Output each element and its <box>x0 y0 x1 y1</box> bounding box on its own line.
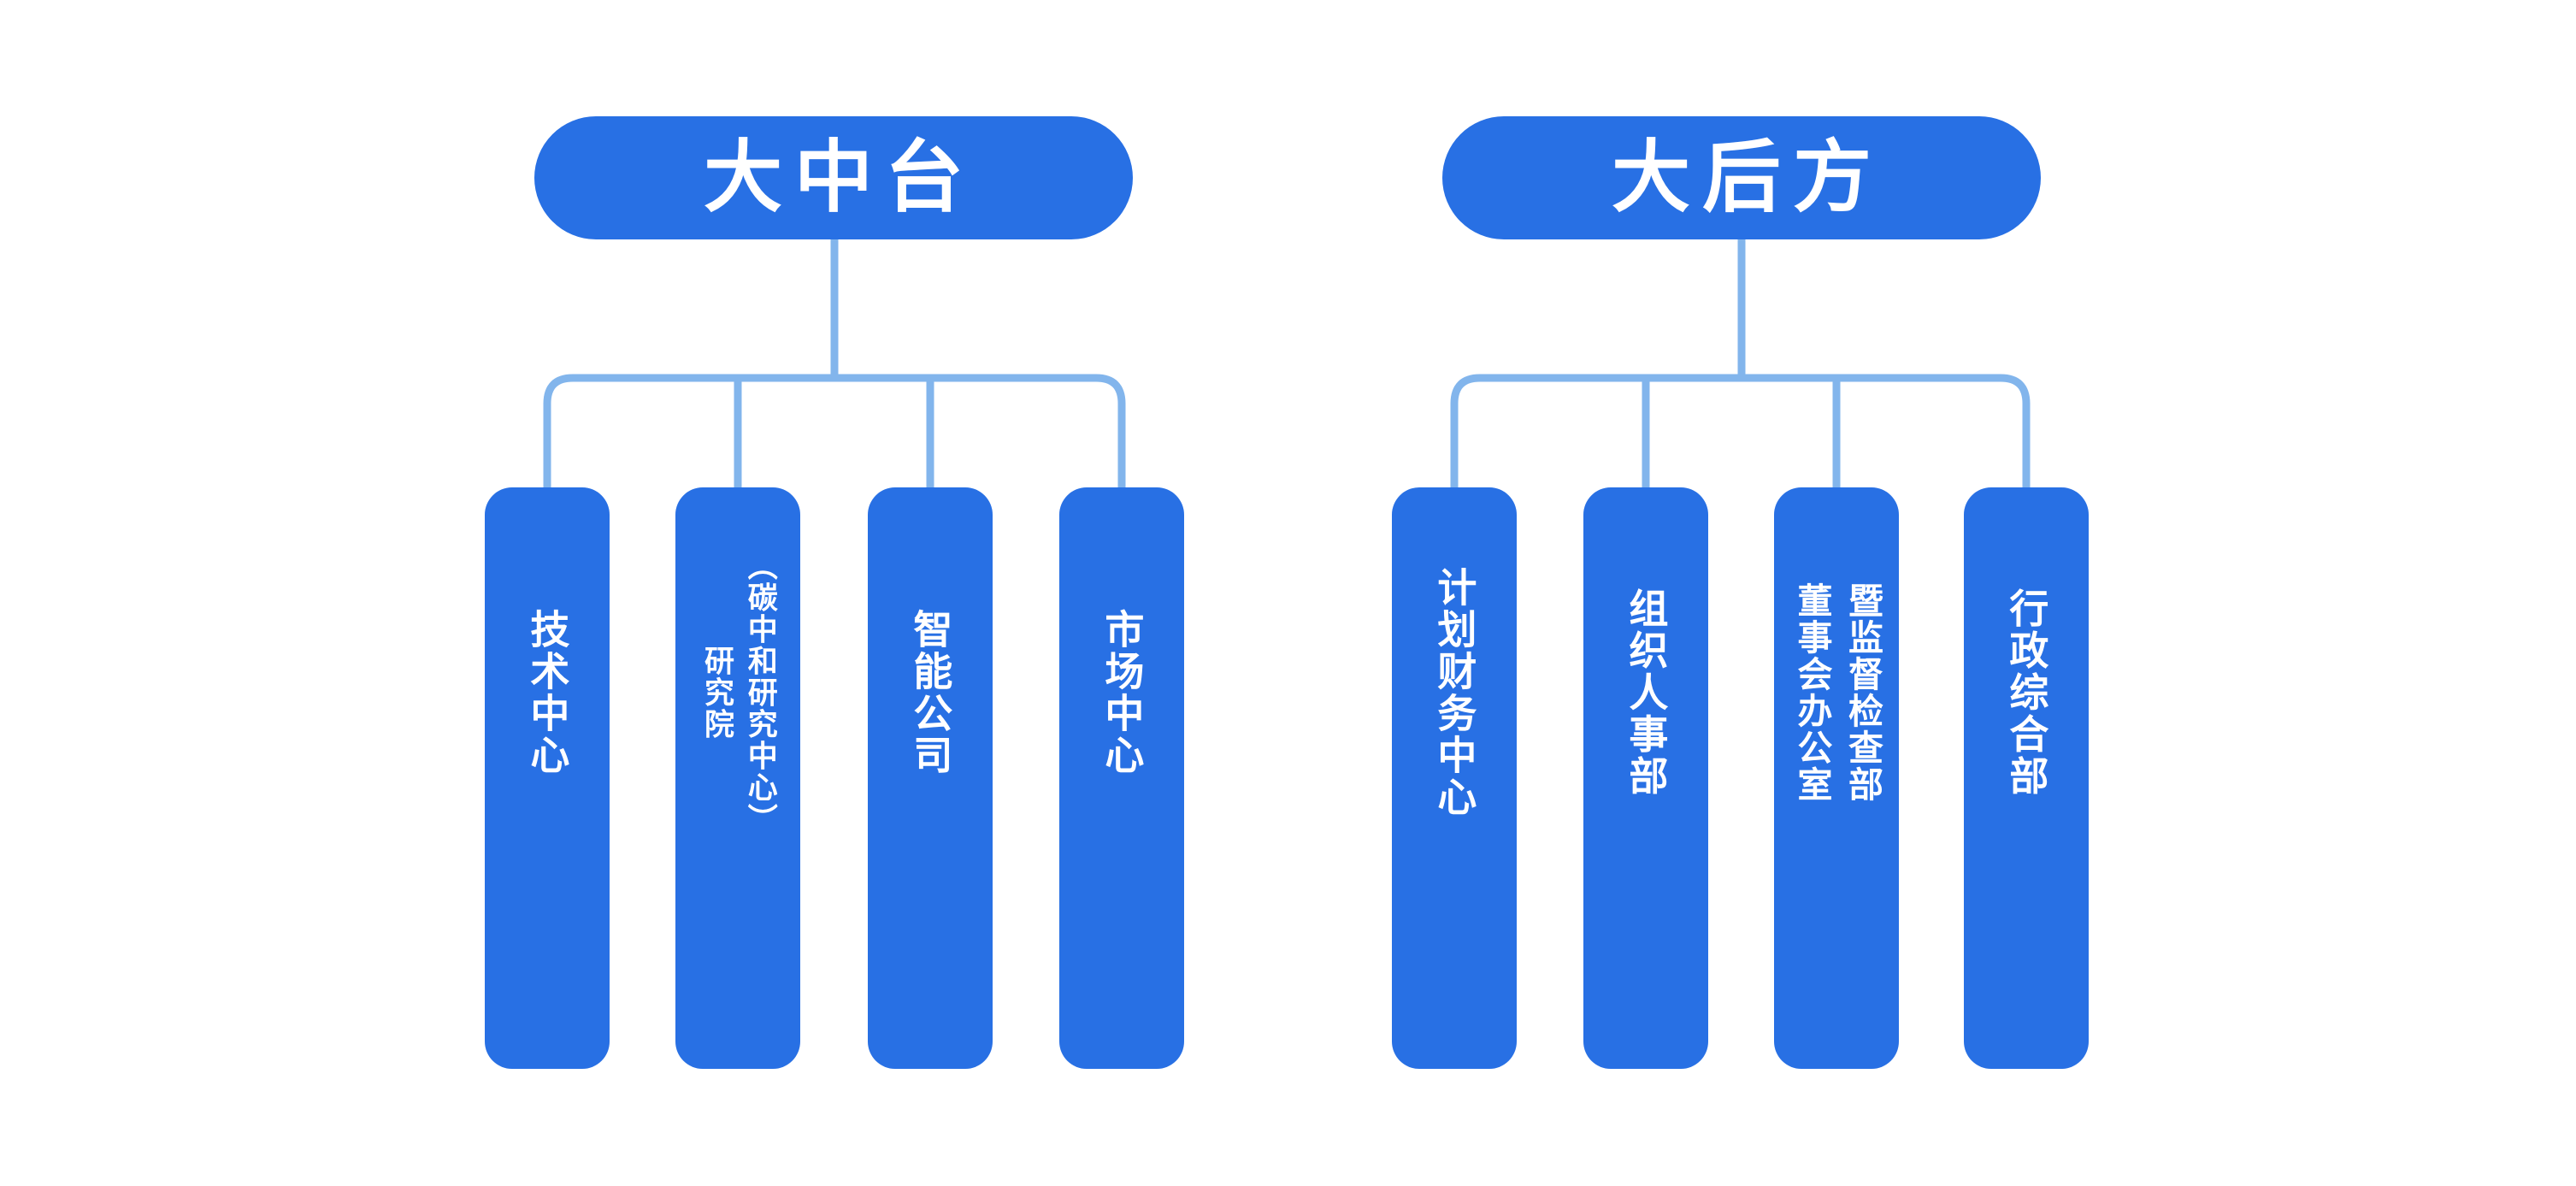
tree-right-root-node[interactable]: 大后方 <box>1442 116 2041 239</box>
connector-right-rail <box>1450 374 2031 491</box>
branch-node-label: 行政综合部 <box>2004 587 2049 798</box>
tree-right-child-admin-general-dept[interactable]: 行政综合部 <box>1964 487 2089 1069</box>
tree-left-root-node[interactable]: 大中台 <box>534 116 1133 239</box>
tree-right-child-planning-finance-center[interactable]: 计划财务中心 <box>1392 487 1517 1069</box>
tree-left-child-research-institute[interactable]: 研究院 （碳中和研究中心） <box>675 487 800 1069</box>
branch-node-label: 技术中心 <box>525 609 570 776</box>
branch-node-label: 研究院 （碳中和研究中心） <box>700 550 777 835</box>
tree-left-child-technology-center[interactable]: 技术中心 <box>485 487 610 1069</box>
branch-node-label: 市场中心 <box>1099 609 1145 776</box>
branch-node-label: 智能公司 <box>908 609 953 776</box>
tree-left-child-market-center[interactable]: 市场中心 <box>1059 487 1184 1069</box>
tree-right-child-board-office-supervision-dept[interactable]: 董事会办公室 暨监督检查部 <box>1774 487 1899 1069</box>
branch-node-label: 组织人事部 <box>1624 587 1669 798</box>
connector-left-rail <box>543 374 1126 491</box>
tree-right-child-organization-hr-dept[interactable]: 组织人事部 <box>1583 487 1708 1069</box>
branch-node-label: 计划财务中心 <box>1432 567 1477 818</box>
tree-left-child-intelligence-company[interactable]: 智能公司 <box>868 487 993 1069</box>
branch-node-label: 董事会办公室 暨监督检查部 <box>1792 582 1883 803</box>
